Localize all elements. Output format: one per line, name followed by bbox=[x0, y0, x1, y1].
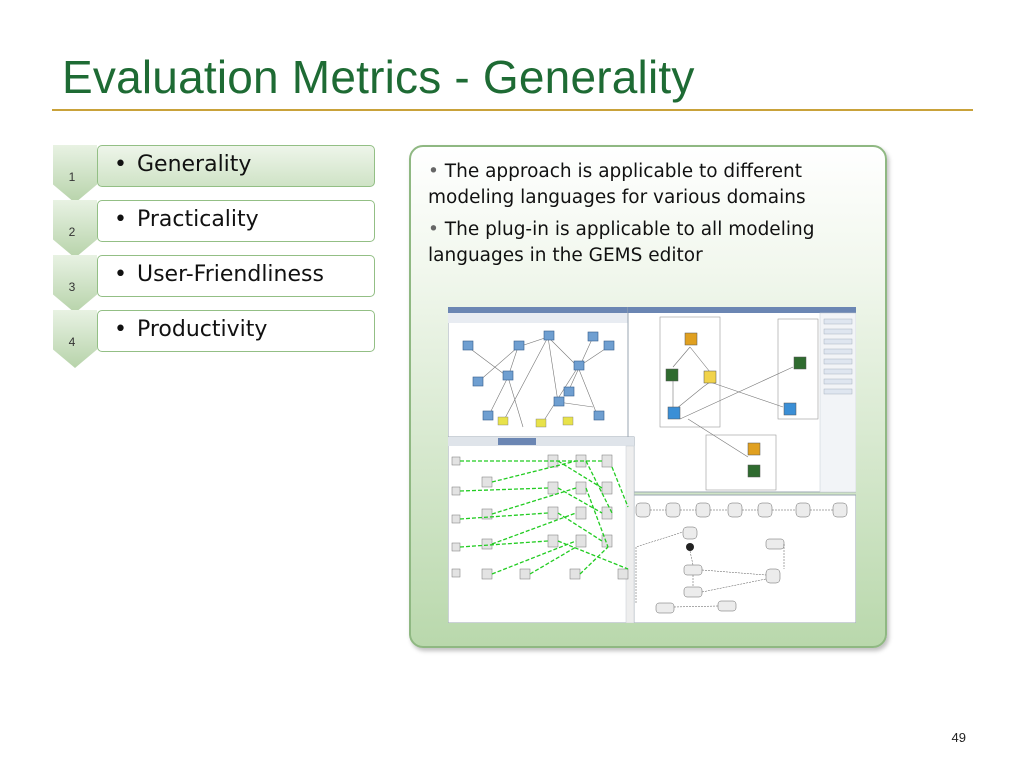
content-panel: The approach is applicable to different … bbox=[409, 145, 887, 648]
slide-title: Evaluation Metrics - Generality bbox=[62, 51, 695, 103]
screenshot-component-diagram bbox=[627, 307, 856, 493]
step-number: 2 bbox=[68, 225, 76, 239]
step-item-practicality[interactable]: Practicality bbox=[97, 200, 375, 242]
step-number: 1 bbox=[68, 170, 76, 184]
editor-screenshots-collage bbox=[448, 307, 856, 623]
step-label: User-Friendliness bbox=[114, 262, 324, 287]
step-number: 3 bbox=[68, 280, 76, 294]
screenshot-deployment-diagram bbox=[448, 436, 635, 623]
panel-bullet-1: The approach is applicable to different … bbox=[428, 159, 873, 211]
step-chevron-2: 2 bbox=[53, 200, 97, 258]
panel-bullets: The approach is applicable to different … bbox=[428, 159, 873, 275]
title-underline bbox=[52, 109, 973, 111]
step-item-productivity[interactable]: Productivity bbox=[97, 310, 375, 352]
screenshot-class-diagram bbox=[448, 307, 631, 446]
step-item-user-friendliness[interactable]: User-Friendliness bbox=[97, 255, 375, 297]
step-number: 4 bbox=[68, 335, 76, 349]
panel-bullet-2: The plug-in is applicable to all modelin… bbox=[428, 217, 873, 269]
step-chevron-1: 1 bbox=[53, 145, 97, 203]
step-label: Generality bbox=[114, 152, 251, 177]
step-chevron-3: 3 bbox=[53, 255, 97, 313]
step-item-generality[interactable]: Generality bbox=[97, 145, 375, 187]
step-label: Productivity bbox=[114, 317, 267, 342]
screenshot-state-machine bbox=[625, 494, 856, 623]
step-label: Practicality bbox=[114, 207, 259, 232]
step-chevron-4: 4 bbox=[53, 310, 97, 368]
page-number: 49 bbox=[951, 730, 966, 745]
